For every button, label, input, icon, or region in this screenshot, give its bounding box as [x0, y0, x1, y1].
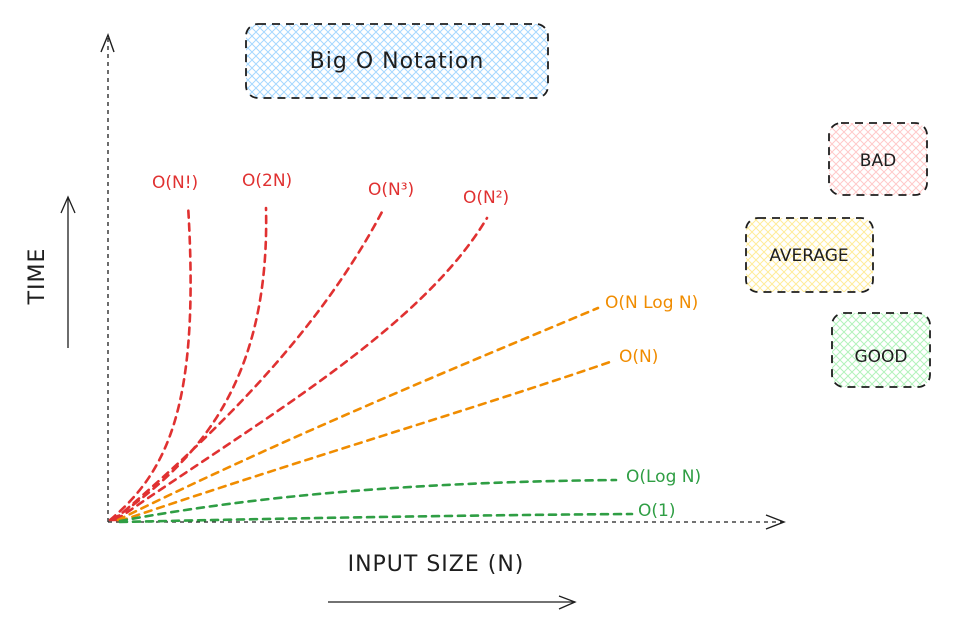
legend-average: AVERAGE — [745, 217, 874, 293]
curve-n-squared — [114, 216, 489, 522]
curve-label-n-squared: O(N²) — [463, 188, 509, 208]
curve-label-2n: O(2N) — [242, 171, 292, 191]
curve-label-log-n: O(Log N) — [626, 467, 701, 487]
diagram-title: Big O Notation — [310, 49, 485, 74]
curve-constant — [118, 512, 634, 524]
curve-2n — [110, 206, 268, 522]
curve-n-log-n — [116, 306, 600, 522]
curve-label-constant: O(1) — [638, 501, 675, 521]
title-box: Big O Notation — [245, 23, 549, 99]
curve-label-n: O(N) — [619, 347, 658, 367]
curve-n-cubed — [112, 208, 385, 522]
legend-bad-label: BAD — [860, 151, 896, 171]
y-axis-label: TIME — [25, 248, 50, 306]
curve-n-factorial — [108, 203, 192, 522]
x-axis — [108, 514, 786, 530]
legend-good-label: GOOD — [854, 347, 907, 367]
curve-label-n-log-n: O(N Log N) — [605, 293, 698, 313]
curve-label-n-cubed: O(N³) — [368, 180, 414, 200]
legend-bad: BAD — [828, 122, 928, 196]
curve-n — [118, 360, 612, 523]
time-arrow — [60, 195, 76, 348]
legend-good: GOOD — [831, 312, 931, 388]
curve-label-n-factorial: O(N!) — [152, 173, 198, 193]
curve-log-n — [118, 478, 618, 523]
legend-average-label: AVERAGE — [769, 246, 848, 266]
input-size-arrow — [328, 595, 577, 610]
x-axis-label: INPUT SIZE (N) — [348, 552, 525, 577]
complexity-curves: O(N!) O(2N) O(N³) O(N²) O(N Log N) O(N) O(Log … — [108, 171, 701, 524]
y-axis — [100, 33, 115, 522]
